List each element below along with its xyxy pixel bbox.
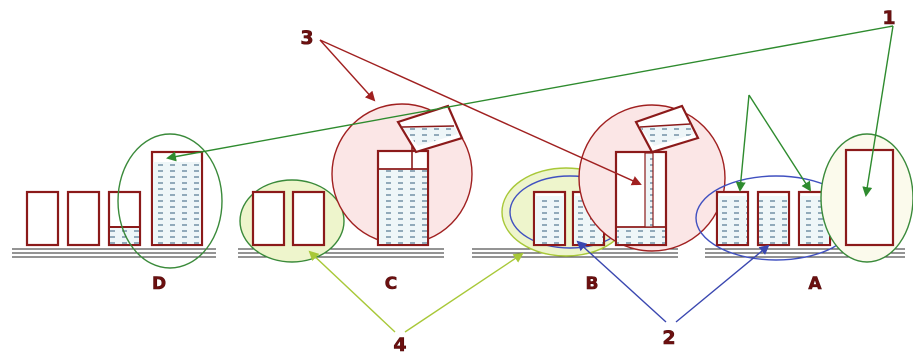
group-ellipse-d — [117, 133, 223, 269]
filled-container — [150, 150, 204, 247]
filling-container — [376, 136, 430, 247]
empty-container — [251, 190, 286, 247]
empty-container — [25, 190, 60, 247]
station-b: B — [472, 104, 726, 294]
callout-4-arrows — [308, 250, 524, 333]
callout-1-label: 1 — [882, 7, 895, 29]
pouring-cup — [634, 104, 700, 154]
callout-3-arrows — [319, 39, 642, 186]
empty-container — [291, 190, 326, 247]
filled-container — [756, 190, 791, 247]
pouring-cup — [396, 104, 464, 154]
station-label-d: D — [152, 274, 166, 294]
pipette-tube — [614, 150, 668, 247]
station-label-c: C — [385, 274, 397, 294]
callout-4-label: 4 — [393, 334, 406, 356]
station-a: A — [695, 133, 913, 294]
filled-container — [532, 190, 567, 247]
half-filled-container — [107, 190, 142, 247]
callout-3-label: 3 — [300, 27, 313, 49]
callout-2-arrows — [576, 240, 770, 323]
filled-container — [715, 190, 750, 247]
floor-d — [12, 248, 216, 258]
empty-container — [66, 190, 101, 247]
station-c: C — [238, 103, 473, 294]
station-label-b: B — [586, 274, 599, 294]
station-label-a: A — [808, 274, 822, 294]
callout-2-label: 2 — [662, 327, 675, 349]
empty-tall-container — [844, 148, 895, 247]
callout-1-arrows — [166, 25, 894, 197]
station-d: D — [12, 133, 223, 294]
